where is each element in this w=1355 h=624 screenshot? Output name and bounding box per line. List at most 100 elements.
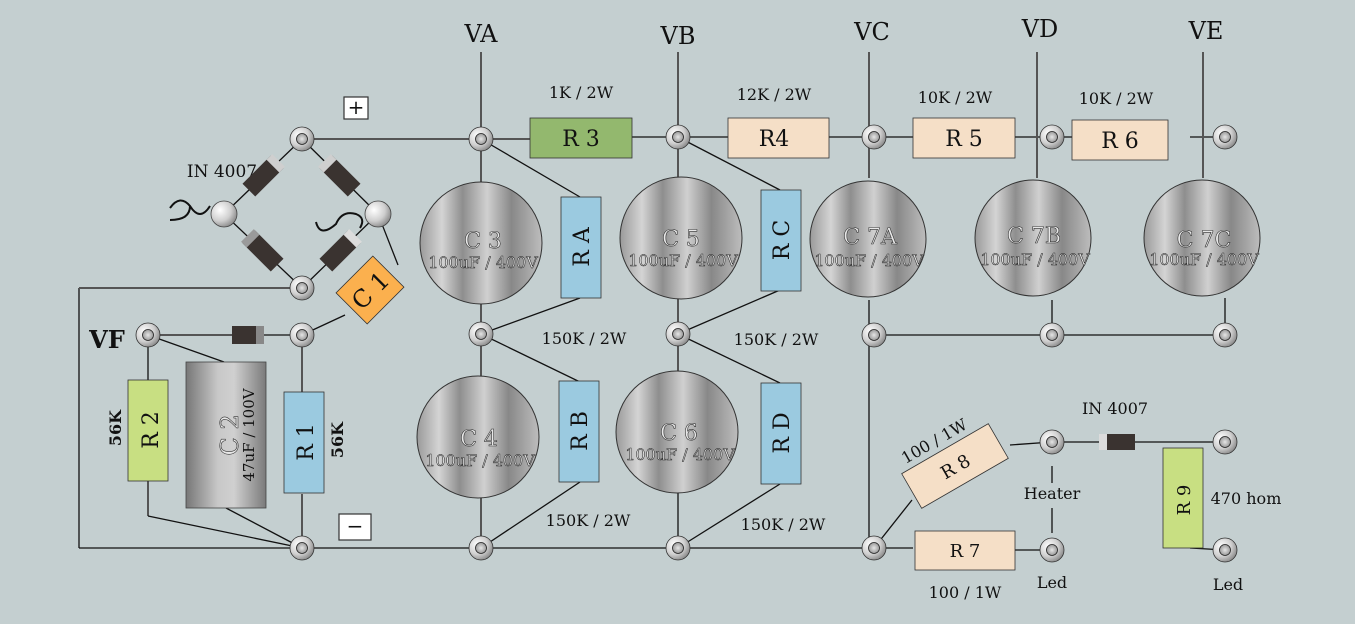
rc-value: 150K / 2W	[734, 330, 819, 349]
solder-pad-hole	[868, 329, 880, 341]
resistor-r5: R 5 10K / 2W	[912, 88, 1016, 159]
c7b-value: 100uF / 400V	[980, 250, 1090, 269]
c7a-label: C 7A	[843, 225, 898, 250]
solder-pad-hole	[1046, 436, 1058, 448]
solder-pad-hole	[672, 328, 684, 340]
c2-value: 47uF / 100V	[240, 387, 258, 481]
resistor-rb: R B	[558, 380, 600, 483]
solder-pad-hole	[475, 542, 487, 554]
rail-label-vc: VC	[853, 18, 890, 46]
r2-value: 56K	[106, 409, 125, 446]
rail-label-vd: VD	[1021, 15, 1059, 43]
solder-pad-hole	[475, 328, 487, 340]
r9-value: 470 hom	[1211, 489, 1282, 508]
rail-label-vf: VF	[88, 325, 125, 354]
plus-sign: +	[348, 95, 365, 119]
solder-pad-hole	[1219, 329, 1231, 341]
resistor-r7: R 7	[914, 530, 1016, 571]
diode-d1	[242, 154, 285, 197]
c7b-label: C 7B	[1007, 224, 1061, 249]
rail-labels: VA VB VC VD VE VF	[88, 15, 1223, 354]
r4-label: R4	[759, 127, 790, 152]
r9-label: R 9	[1174, 485, 1195, 516]
c7a-value: 100uF / 400V	[814, 251, 924, 270]
bridge-rectifier: IN 4007	[169, 154, 364, 272]
rc-label: R C	[770, 220, 795, 260]
r3-value: 1K / 2W	[549, 83, 614, 102]
resistor-ra: R A	[560, 196, 602, 299]
c2-label: C 2	[216, 414, 244, 455]
capacitor-c1: C 1	[335, 255, 405, 325]
plus-marker: +	[343, 95, 369, 120]
r7-label: R 7	[950, 541, 981, 562]
resistor-r2: R 2 56K	[106, 379, 169, 482]
diode-d2	[318, 154, 361, 197]
capacitor-c3: C 3 100uF / 400V	[419, 181, 543, 305]
solder-pads	[135, 124, 1238, 563]
solder-pad-hole	[1046, 131, 1058, 143]
rail-label-vb: VB	[660, 22, 696, 50]
c4-value: 100uF / 400V	[425, 451, 535, 470]
resistor-r3: R 3 1K / 2W	[529, 83, 633, 159]
bridge-diode-label: IN 4007	[187, 162, 257, 182]
c7c-value: 100uF / 400V	[1149, 250, 1259, 269]
led-right-label: Led	[1213, 575, 1243, 594]
r1-label: R 1	[294, 423, 319, 461]
solder-pad-hole	[296, 282, 308, 294]
solder-pad-hole	[672, 542, 684, 554]
r2-label: R 2	[139, 411, 164, 449]
solder-pad-hole	[672, 131, 684, 143]
diode-d4	[319, 229, 362, 272]
capacitor-c7c: C 7C 100uF / 400V	[1143, 179, 1261, 297]
solder-pad-hole	[1219, 544, 1231, 556]
c6-label: C 6	[660, 421, 698, 446]
r5-value: 10K / 2W	[918, 88, 993, 107]
solder-pad-hole	[1219, 131, 1231, 143]
minus-marker: −	[338, 513, 372, 541]
solder-pad-hole	[1046, 329, 1058, 341]
minus-sign: −	[347, 514, 364, 538]
solder-pad-hole	[475, 133, 487, 145]
rb-label: R B	[568, 411, 593, 451]
solder-pad-hole	[296, 542, 308, 554]
resistor-r4: R4 12K / 2W	[727, 85, 830, 159]
diode-d3	[241, 229, 284, 272]
ac-input-pad	[364, 200, 392, 228]
ac-input-right-icon	[315, 212, 364, 232]
solder-pad-hole	[296, 133, 308, 145]
heater-label: Heater	[1024, 484, 1081, 503]
ac-input-left-icon	[169, 199, 211, 221]
c4-label: C 4	[460, 427, 498, 452]
c5-value: 100uF / 400V	[628, 251, 738, 270]
ra-value: 150K / 2W	[542, 329, 627, 348]
resistor-r8: R 8	[901, 423, 1009, 509]
resistor-r6: R 6 10K / 2W	[1071, 89, 1169, 161]
rd-label: R D	[770, 412, 795, 453]
resistor-rd: R D	[760, 382, 802, 485]
rail-label-va: VA	[463, 20, 498, 48]
capacitor-c7b: C 7B 100uF / 400V	[974, 179, 1092, 297]
r5-label: R 5	[945, 127, 983, 152]
capacitor-c7a: C 7A 100uF / 400V	[809, 180, 927, 298]
c3-label: C 3	[464, 229, 502, 254]
ac-input-pad	[210, 200, 238, 228]
solder-pad-hole	[1219, 436, 1231, 448]
r6-label: R 6	[1101, 129, 1139, 154]
r4-value: 12K / 2W	[737, 85, 812, 104]
c3-value: 100uF / 400V	[428, 253, 538, 272]
led-left-label: Led	[1037, 573, 1067, 592]
c6-value: 100uF / 400V	[625, 445, 735, 464]
solder-pad-hole	[142, 329, 154, 341]
rb-value: 150K / 2W	[546, 511, 631, 530]
r7-value: 100 / 1W	[929, 583, 1002, 602]
capacitor-c6: C 6 100uF / 400V	[615, 370, 739, 494]
diode-led	[1099, 434, 1135, 450]
c7c-label: C 7C	[1177, 228, 1232, 253]
capacitor-c5: C 5 100uF / 400V	[619, 176, 743, 300]
led-diode-label: IN 4007	[1082, 399, 1148, 418]
resistor-rc: R C	[760, 189, 802, 292]
c5-label: C 5	[662, 227, 700, 252]
rail-label-ve: VE	[1188, 17, 1224, 45]
diode-vf	[232, 326, 264, 344]
